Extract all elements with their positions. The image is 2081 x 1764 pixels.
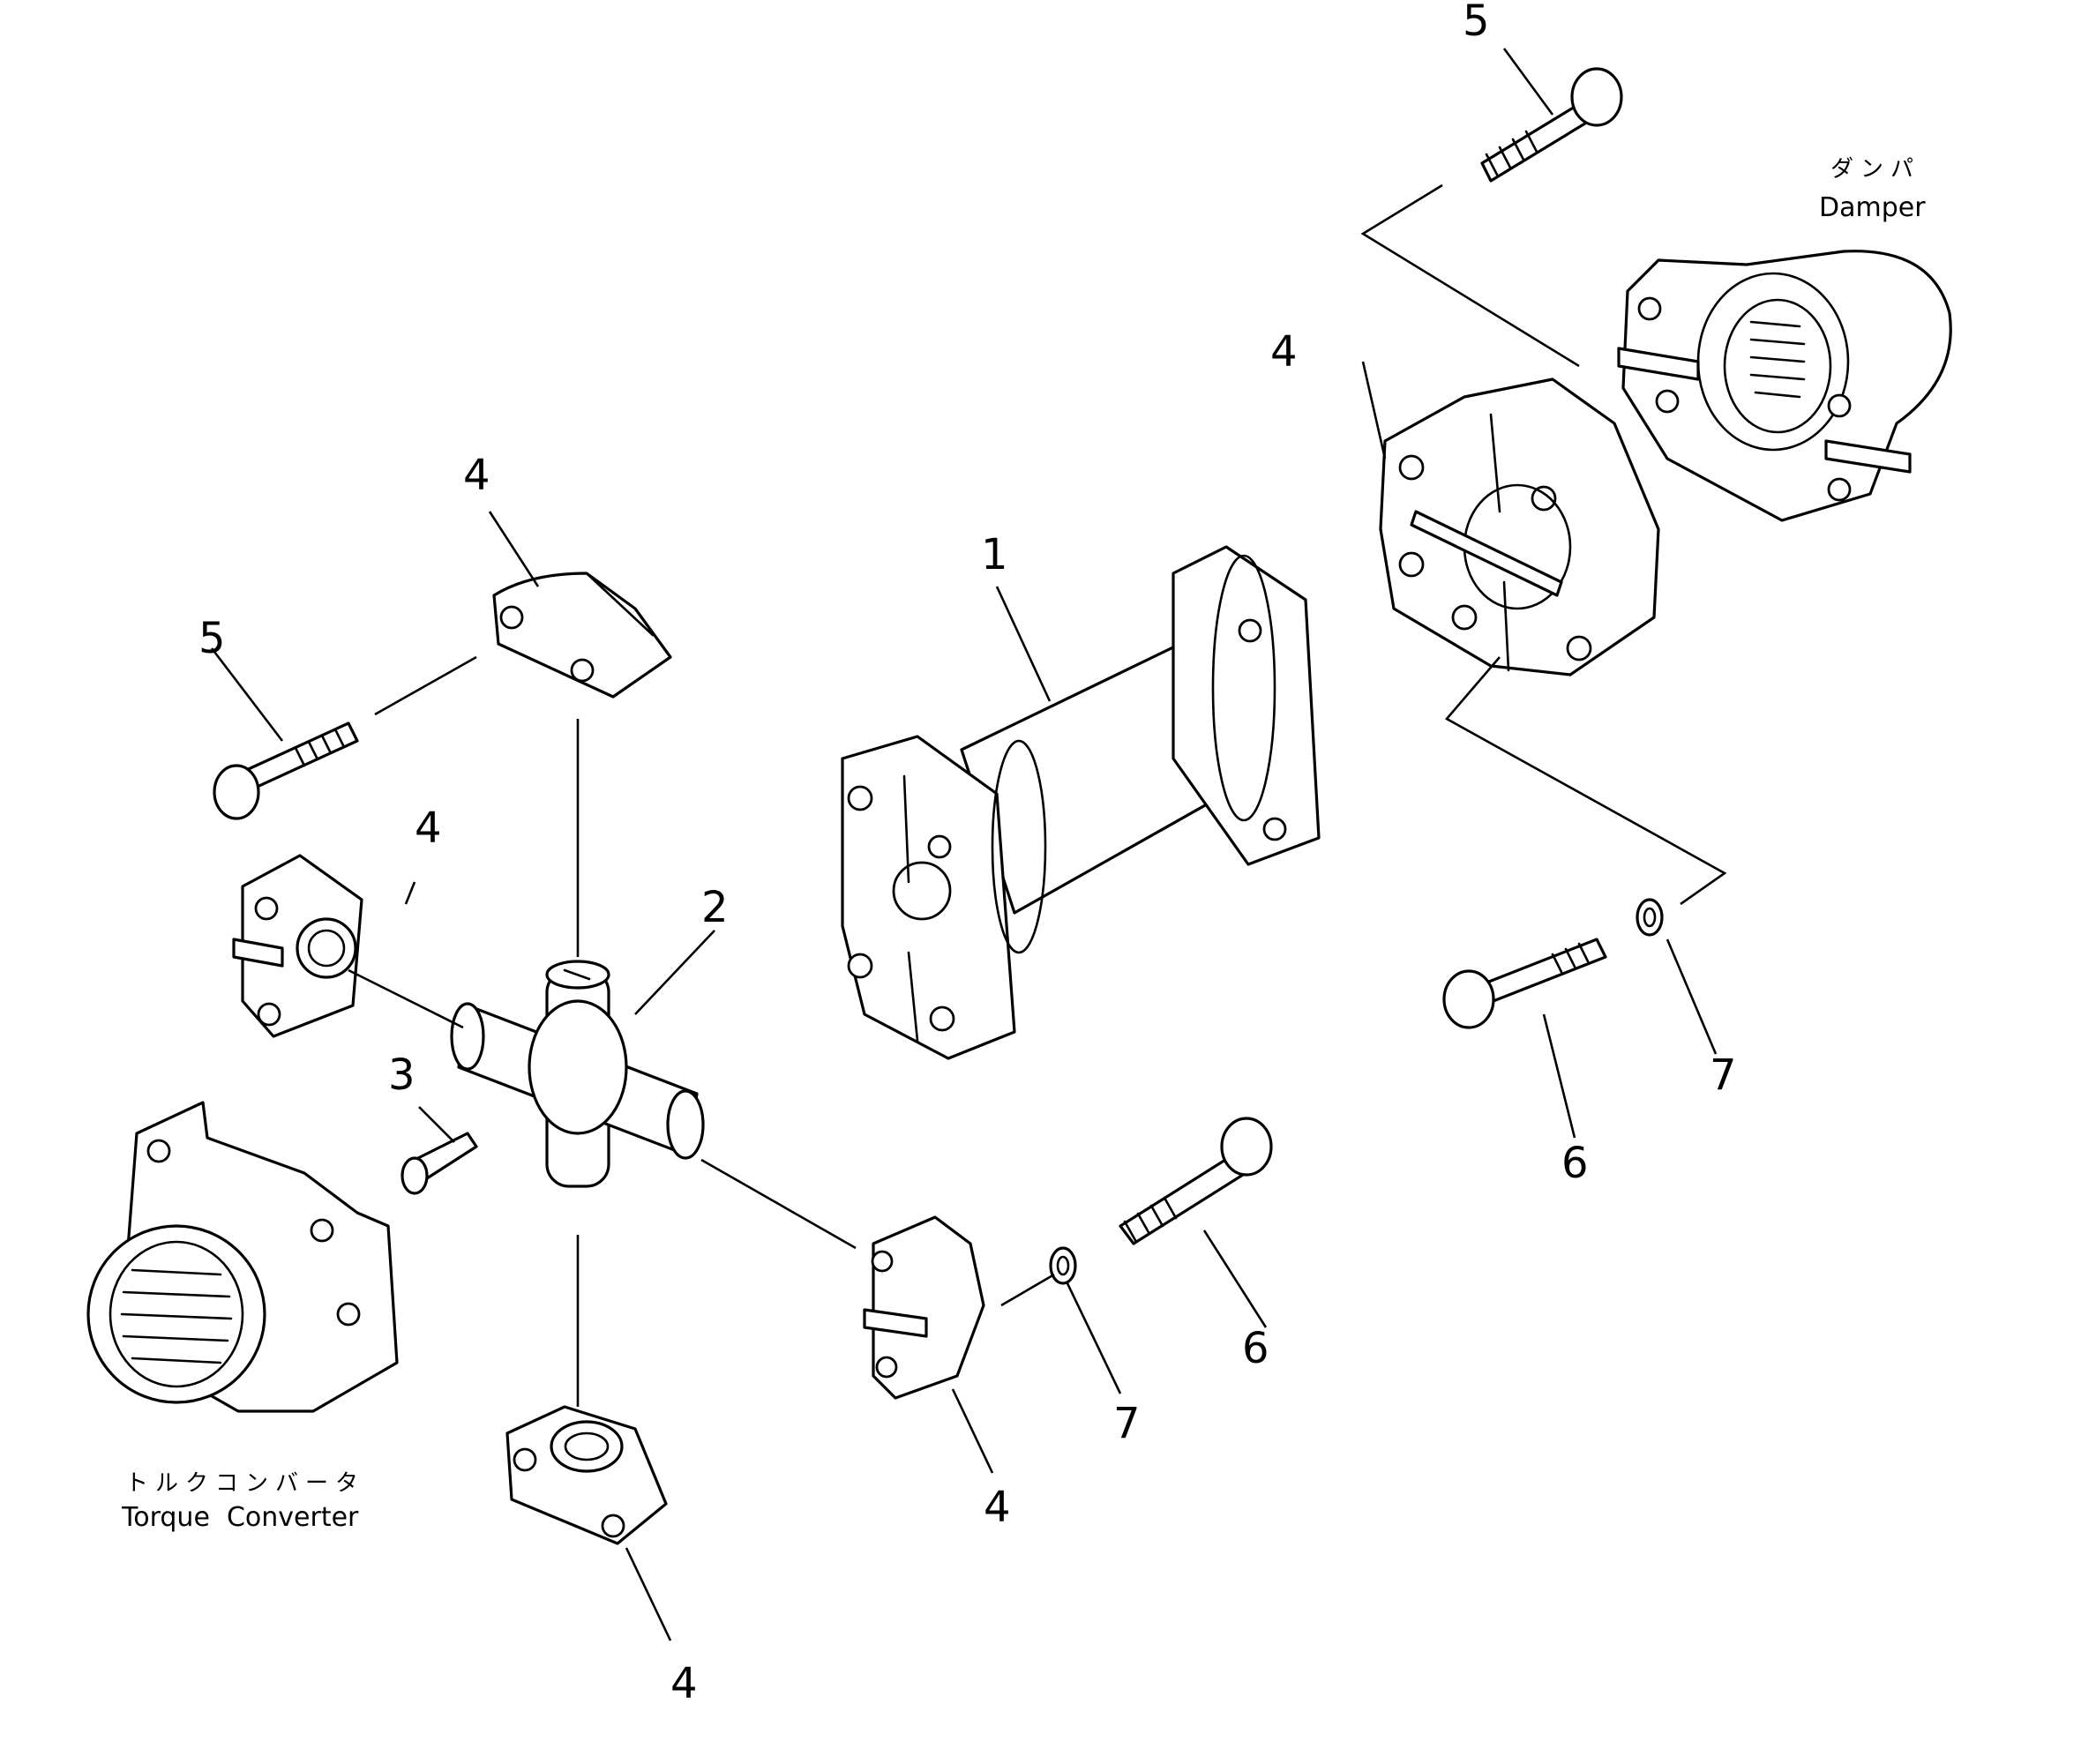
bolt-5-left (213, 721, 359, 820)
damper-label-en: Damper (1819, 192, 1926, 223)
bolt-6-right (1442, 938, 1607, 1029)
callout-6-center: 6 (1242, 1324, 1269, 1373)
damper-label-jp: ダンパ (1830, 156, 1920, 183)
bearing-cap-top (492, 572, 672, 699)
washer-7-center (1049, 1246, 1077, 1285)
bolt-6-center (1119, 1117, 1273, 1245)
damper-flange (1617, 250, 1952, 522)
callout-3: 3 (388, 1050, 415, 1100)
callout-4-bottom: 4 (670, 1659, 698, 1708)
callout-2: 2 (701, 883, 729, 932)
callout-7-center: 7 (1113, 1399, 1141, 1448)
callout-4-upper-right: 4 (1270, 327, 1298, 377)
callout-4-top: 4 (463, 451, 490, 500)
captions: ダンパ Damper トルクコンバータ Torque Converter (121, 156, 1926, 1533)
callouts: 1 2 3 4 4 4 4 4 5 5 6 6 7 7 (198, 0, 1737, 1708)
callout-7-right: 7 (1710, 1050, 1737, 1100)
callout-5-left: 5 (198, 614, 226, 663)
bearing-cap-left (232, 854, 363, 1038)
bearing-cap-middle (863, 1215, 985, 1400)
washer-7-right (1636, 898, 1664, 937)
spider-cross (450, 960, 705, 1188)
callout-4-left: 4 (415, 804, 442, 853)
bearing-cap-bottom (505, 1405, 668, 1545)
torque-converter-label-jp: トルクコンバータ (125, 1470, 365, 1497)
leader-lines (210, 48, 1727, 1641)
grease-fitting (400, 1132, 478, 1195)
drive-shaft (841, 545, 1321, 1060)
callout-1: 1 (981, 530, 1008, 579)
callout-5-top: 5 (1463, 0, 1490, 46)
callout-6-right: 6 (1561, 1139, 1589, 1188)
bearing-assembly-upper-right (1379, 377, 1660, 676)
bolt-5-top (1480, 67, 1623, 183)
torque-converter-flange (86, 1101, 399, 1413)
torque-converter-label-en: Torque Converter (121, 1502, 359, 1533)
callout-4-middle: 4 (984, 1483, 1011, 1532)
